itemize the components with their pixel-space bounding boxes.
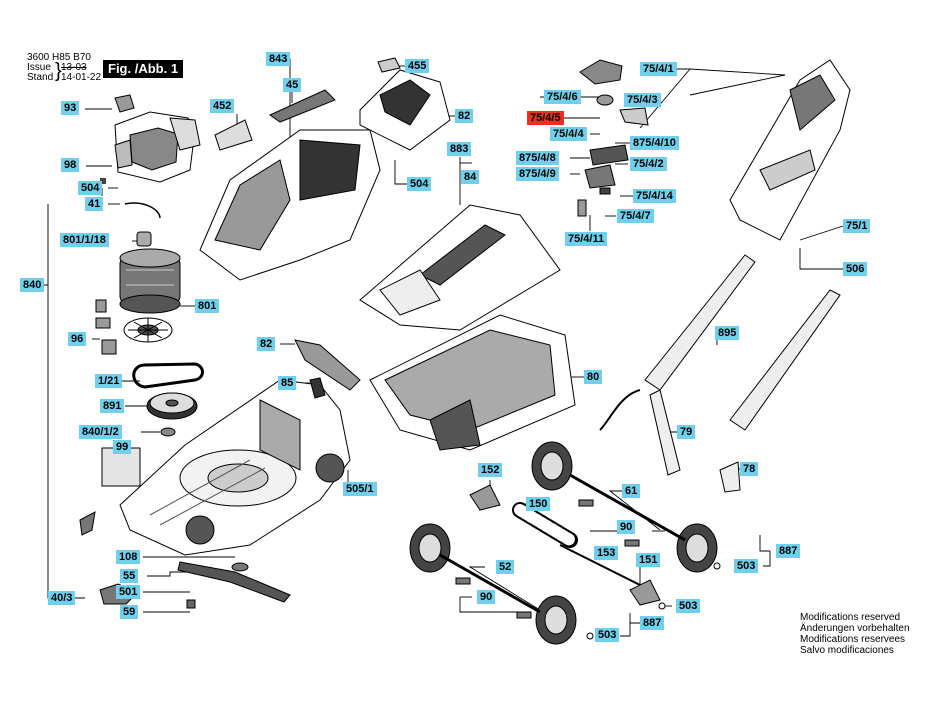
note-line: Änderungen vorbehalten (800, 623, 910, 634)
callout-78: 78 (740, 462, 759, 476)
note-line: Modifications reserved (800, 612, 901, 623)
callout-80: 80 (584, 370, 603, 384)
callout-887b: 887 (640, 616, 665, 630)
callout-90b: 90 (477, 590, 496, 604)
callout-875-4-10: 875/4/10 (630, 136, 679, 150)
callout-75-4-14: 75/4/14 (633, 189, 676, 203)
callout-55: 55 (120, 569, 139, 583)
callout-45: 45 (283, 78, 302, 92)
callout-75-4-6: 75/4/6 (544, 90, 581, 104)
callout-895: 895 (715, 326, 740, 340)
doc-number: 3600 H85 B70 (27, 52, 91, 63)
callout-875-4-9: 875/4/9 (516, 167, 559, 181)
callout-75-4-11: 75/4/11 (565, 232, 608, 246)
callout-887a: 887 (776, 544, 801, 558)
callout-82a: 82 (455, 109, 474, 123)
callout-75-4-2: 75/4/2 (630, 157, 667, 171)
callout-883: 883 (447, 142, 472, 156)
callout-52: 52 (496, 560, 515, 574)
callout-108: 108 (116, 550, 141, 564)
callout-93: 93 (61, 101, 80, 115)
callout-79: 79 (677, 425, 696, 439)
figure-label: Fig. /Abb. 1 (103, 60, 184, 78)
callout-75-1: 75/1 (843, 219, 871, 233)
issue-label: Issue (27, 62, 51, 73)
callout-98: 98 (61, 158, 80, 172)
callout-85: 85 (278, 376, 297, 390)
callout-503c: 503 (595, 628, 620, 642)
callout-82b: 82 (257, 337, 276, 351)
callout-801: 801 (195, 299, 220, 313)
note-line: Modifications reservees (800, 634, 906, 645)
callout-504a: 504 (78, 181, 103, 195)
callout-150: 150 (526, 497, 551, 511)
callout-96: 96 (68, 332, 87, 346)
callout-455: 455 (405, 59, 430, 73)
callout-61: 61 (622, 484, 641, 498)
callout-503a: 503 (734, 559, 759, 573)
callout-840-1-2: 840/1/2 (79, 425, 122, 439)
callout-41: 41 (85, 197, 104, 211)
callout-501: 501 (116, 585, 141, 599)
note-line: Salvo modificaciones (800, 645, 894, 656)
callout-506: 506 (843, 262, 868, 276)
callout-151: 151 (636, 553, 661, 567)
callout-40-3: 40/3 (48, 591, 76, 605)
callout-75-4-3: 75/4/3 (624, 93, 661, 107)
callout-153: 153 (594, 546, 619, 560)
callout-891: 891 (100, 399, 125, 413)
callout-875-4-8: 875/4/8 (516, 151, 559, 165)
callout-840: 840 (20, 278, 45, 292)
modifications-notes: Modifications reserved Änderungen vorbeh… (800, 612, 910, 656)
callout-843: 843 (266, 52, 291, 66)
brace-glyph: } (55, 60, 62, 82)
callout-152: 152 (478, 463, 503, 477)
callout-75-4-7: 75/4/7 (617, 209, 654, 223)
callout-75-4-4: 75/4/4 (550, 127, 587, 141)
callout-503b: 503 (676, 599, 701, 613)
stand-label: Stand (27, 72, 54, 83)
callout-59: 59 (120, 605, 139, 619)
callout-84: 84 (461, 170, 480, 184)
callout-75-4-1: 75/4/1 (640, 62, 677, 76)
callout-452: 452 (210, 99, 235, 113)
callout-90a: 90 (617, 520, 636, 534)
issue-code: 13-03 (61, 62, 87, 73)
callout-505-1: 505/1 (343, 482, 377, 496)
callout-75-4-5-highlighted: 75/4/5 (527, 111, 564, 125)
callout-801-1-18: 801/1/18 (60, 233, 109, 247)
stand-code: 14-01-22 (61, 72, 102, 83)
callout-99: 99 (113, 440, 132, 454)
callout-504b: 504 (407, 177, 432, 191)
callout-1-21: 1/21 (95, 374, 123, 388)
